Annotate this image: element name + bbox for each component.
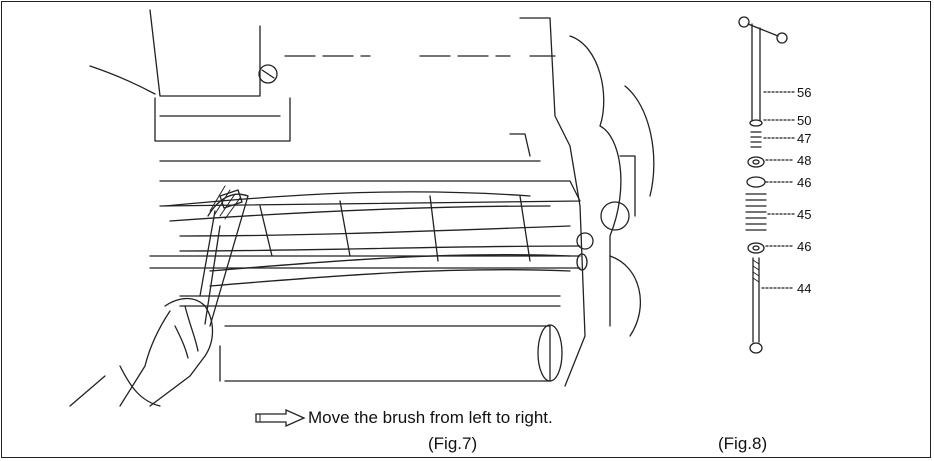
part-label-56: 56 bbox=[797, 85, 811, 100]
instruction-text: Move the brush from left to right. bbox=[308, 408, 553, 427]
part-label-50: 50 bbox=[797, 113, 811, 128]
part-label-48: 48 bbox=[797, 153, 811, 168]
brush-cleaning-illustration bbox=[69, 9, 655, 407]
fig7-caption: (Fig.7) bbox=[428, 434, 478, 453]
part-label-45: 45 bbox=[797, 207, 811, 222]
part-label-47: 47 bbox=[797, 131, 811, 146]
fig8-caption: (Fig.8) bbox=[718, 434, 768, 453]
part-label-44: 44 bbox=[797, 281, 811, 296]
part-label-46-bottom: 46 bbox=[797, 239, 811, 254]
part-label-46-top: 46 bbox=[797, 175, 811, 190]
parts-exploded-diagram: 56 50 47 48 46 45 46 44 bbox=[738, 16, 811, 354]
instruction-line: Move the brush from left to right. bbox=[254, 408, 553, 428]
arrow-right-outline-icon bbox=[255, 408, 306, 428]
